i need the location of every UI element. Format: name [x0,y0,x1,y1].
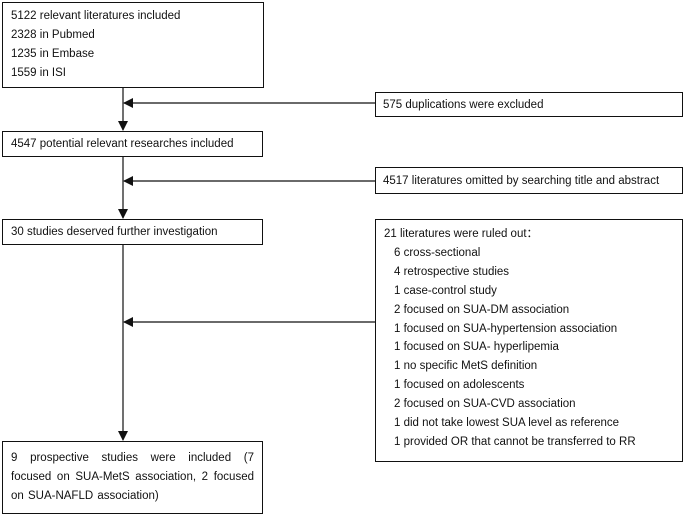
eligibility-text: 30 studies deserved further investigatio… [11,226,218,238]
step1-line: 1559 in ISI [11,67,66,79]
excluded-title-abstract-text: 4517 literatures omitted by searching ti… [383,175,660,187]
exclusion-reason: 6 cross-sectional [394,246,481,259]
excluded-title-abstract-box: 4517 literatures omitted by searching ti… [375,167,683,194]
exclusion-reason: 1 no specific MetS definition [394,360,538,373]
screening-text: 4547 potential relevant researches inclu… [11,138,234,150]
excluded-duplications-box: 575 duplications were excluded [375,92,683,117]
included-text: 9 prospective studies were included (7 f… [11,452,254,502]
exclusion-reason: 1 did not take lowest SUA level as refer… [394,417,620,430]
excluded-full-text-box: 21 literatures were ruled out： 6 cross-s… [375,219,683,462]
identification-box: 5122 relevant literatures included 2328 … [2,2,264,88]
exclusion-reason: 1 focused on SUA- hyperlipemia [394,341,559,354]
screening-box: 4547 potential relevant researches inclu… [2,131,263,157]
exclusion-reason: 4 retrospective studies [394,265,510,278]
exclusion-reason: 1 focused on adolescents [394,379,525,392]
included-box: 9 prospective studies were included (7 f… [2,441,263,514]
exclusion-reason: 2 focused on SUA-CVD association [394,398,576,411]
exclusion-reason: 1 provided OR that cannot be transferred… [394,435,636,448]
excluded-full-text-title: 21 literatures were ruled out： [384,228,539,240]
excluded-duplications-text: 575 duplications were excluded [383,99,544,111]
exclusion-reason: 1 focused on SUA-hypertension associatio… [394,322,618,335]
step1-line: 1235 in Embase [11,48,95,60]
eligibility-box: 30 studies deserved further investigatio… [2,219,263,245]
exclusion-reason: 2 focused on SUA-DM association [394,303,570,316]
exclusion-reason: 1 case-control study [394,284,497,297]
step1-line: 2328 in Pubmed [11,29,95,41]
step1-line: 5122 relevant literatures included [11,10,181,22]
